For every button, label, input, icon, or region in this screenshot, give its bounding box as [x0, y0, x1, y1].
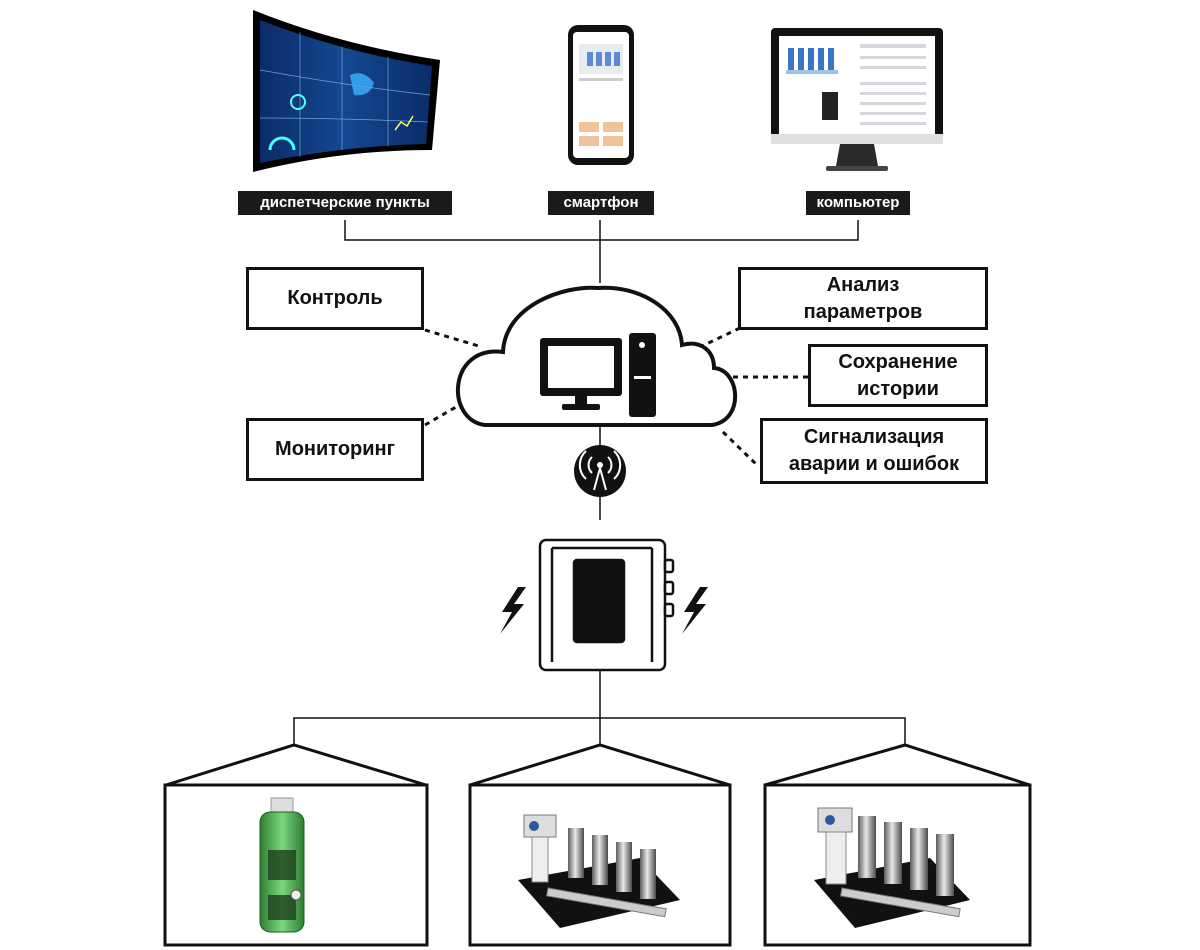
device-label-smartphone: смартфон: [548, 191, 654, 215]
feature-label-line1: Сохранение: [838, 350, 958, 373]
booster-pump-set-4-icon: [518, 814, 680, 928]
feature-box-analysis: Анализ параметров: [738, 267, 988, 330]
pump-station-tank-icon: [259, 797, 305, 933]
wireless-antenna-icon: [574, 425, 626, 520]
feature-label-line1: Сигнализация: [803, 426, 945, 448]
control-cabinet-icon: [538, 538, 675, 718]
lightning-bolt-icon: [500, 587, 708, 634]
video-wall-icon: [253, 10, 440, 172]
feature-label: Контроль: [287, 287, 383, 309]
distribution-lines: [293, 717, 906, 745]
feature-label: Мониторинг: [275, 438, 395, 460]
feature-label-line1: Анализ: [826, 273, 900, 296]
feature-box-control: Контроль: [246, 267, 424, 330]
cloud-server-icon: [455, 285, 738, 427]
equipment-frames: [163, 743, 1032, 947]
device-label-dispatch: диспетчерские пункты: [238, 191, 452, 215]
booster-pump-set-4b-icon: [814, 807, 970, 928]
desktop-monitor-icon: [771, 28, 943, 171]
feature-box-history: Сохранение истории: [808, 344, 988, 407]
feature-label-line2: аварии и ошибок: [788, 453, 960, 475]
feature-box-alarms: Сигнализация аварии и ошибок: [760, 418, 988, 484]
device-label-computer: компьютер: [806, 191, 910, 215]
feature-label-line2: параметров: [803, 300, 923, 323]
feature-label-line2: истории: [857, 377, 939, 400]
feature-box-monitoring: Мониторинг: [246, 418, 424, 481]
top-connector-lines: [344, 220, 859, 283]
smartphone-icon: [568, 25, 634, 165]
